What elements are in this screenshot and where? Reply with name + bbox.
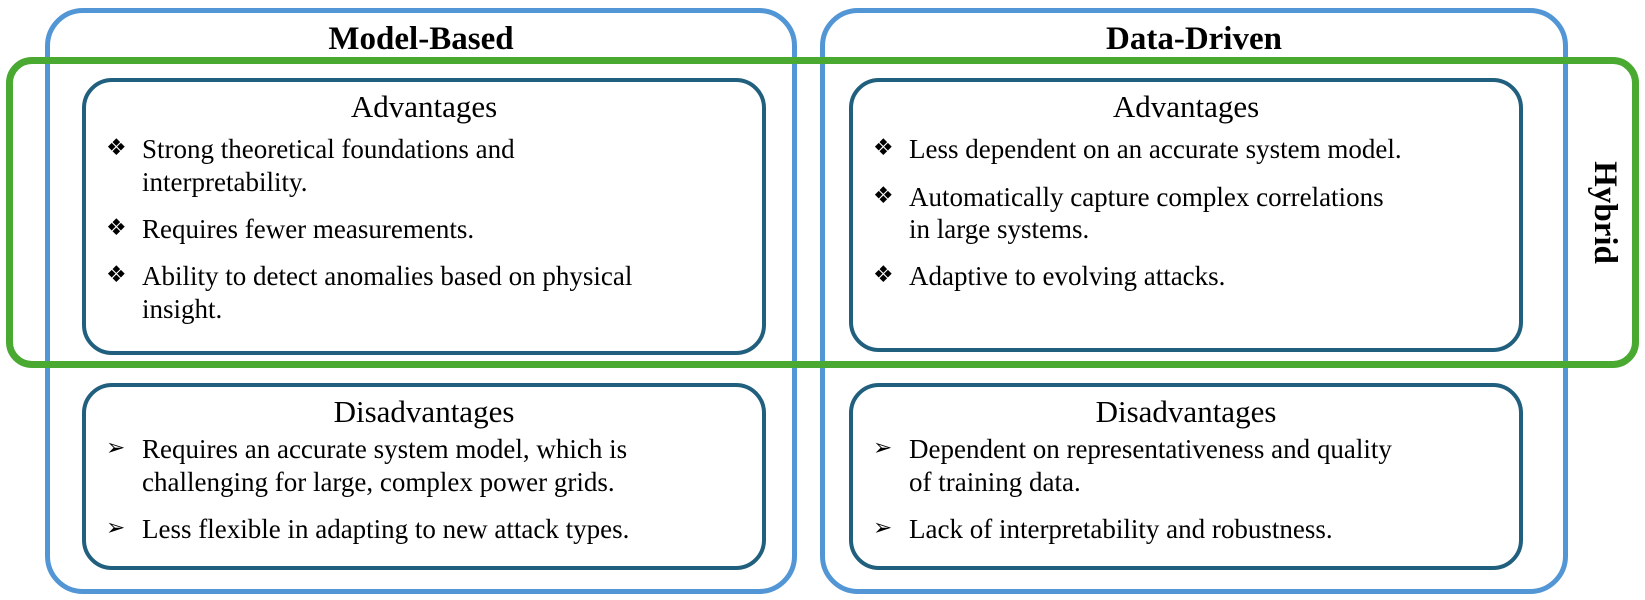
bullet-text: Requires fewer measurements. xyxy=(142,213,475,244)
diamond-bullet-icon: ❖ xyxy=(873,135,894,162)
bullet-text: Strong theoretical foundations and inter… xyxy=(142,134,515,197)
arrowhead-bullet-icon: ➢ xyxy=(873,435,893,462)
data-driven-column-frame: Data-Driven xyxy=(820,8,1568,594)
column-title-model-based: Model-Based xyxy=(328,21,514,57)
list-item: ❖ Strong theoretical foundations and int… xyxy=(86,133,762,198)
model-based-disadvantages-panel: Disadvantages ➢ Requires an accurate sys… xyxy=(82,383,766,570)
diamond-bullet-icon: ❖ xyxy=(106,135,127,162)
hybrid-label-text: Hybrid xyxy=(1586,161,1623,264)
panel-title-disadvantages: Disadvantages xyxy=(333,394,515,429)
data-driven-disadvantages-panel: Disadvantages ➢ Dependent on representat… xyxy=(849,383,1523,570)
bullet-text: Automatically capture complex correlatio… xyxy=(909,181,1384,244)
bullet-text: Lack of interpretability and robustness. xyxy=(909,513,1333,544)
list-item: ❖ Adaptive to evolving attacks. xyxy=(853,260,1519,292)
bullet-text: Dependent on representativeness and qual… xyxy=(909,434,1392,497)
list-item: ➢ Dependent on representativeness and qu… xyxy=(853,433,1519,498)
list-item: ❖ Ability to detect anomalies based on p… xyxy=(86,260,762,325)
column-title-data-driven: Data-Driven xyxy=(1106,21,1282,57)
list-item: ➢ Requires an accurate system model, whi… xyxy=(86,433,762,498)
diamond-bullet-icon: ❖ xyxy=(873,262,894,289)
arrowhead-bullet-icon: ➢ xyxy=(106,514,126,541)
bullet-text: Less flexible in adapting to new attack … xyxy=(142,513,630,544)
panel-title-disadvantages: Disadvantages xyxy=(1095,394,1277,429)
diamond-bullet-icon: ❖ xyxy=(873,182,894,209)
arrowhead-bullet-icon: ➢ xyxy=(106,435,126,462)
bullet-text: Adaptive to evolving attacks. xyxy=(909,261,1226,292)
list-item: ➢ Less flexible in adapting to new attac… xyxy=(86,513,762,545)
list-item: ❖ Automatically capture complex correlat… xyxy=(853,181,1519,246)
data-driven-advantages-panel: Advantages ❖ Less dependent on an accura… xyxy=(849,78,1523,352)
list-item: ➢ Lack of interpretability and robustnes… xyxy=(853,513,1519,545)
list-item: ❖ Less dependent on an accurate system m… xyxy=(853,133,1519,165)
diamond-bullet-icon: ❖ xyxy=(106,262,127,289)
model-based-column-frame: Model-Based xyxy=(45,8,797,594)
arrowhead-bullet-icon: ➢ xyxy=(873,514,893,541)
list-item: ❖ Requires fewer measurements. xyxy=(86,213,762,245)
panel-title-advantages: Advantages xyxy=(350,89,498,124)
model-based-advantages-panel: Advantages ❖ Strong theoretical foundati… xyxy=(82,78,766,355)
panel-title-advantages: Advantages xyxy=(1112,89,1260,124)
bullet-text: Less dependent on an accurate system mod… xyxy=(909,134,1402,165)
diamond-bullet-icon: ❖ xyxy=(106,214,127,241)
bullet-text: Ability to detect anomalies based on phy… xyxy=(142,261,633,324)
hybrid-label: Hybrid xyxy=(1568,58,1640,367)
bullet-text: Requires an accurate system model, which… xyxy=(142,434,628,497)
